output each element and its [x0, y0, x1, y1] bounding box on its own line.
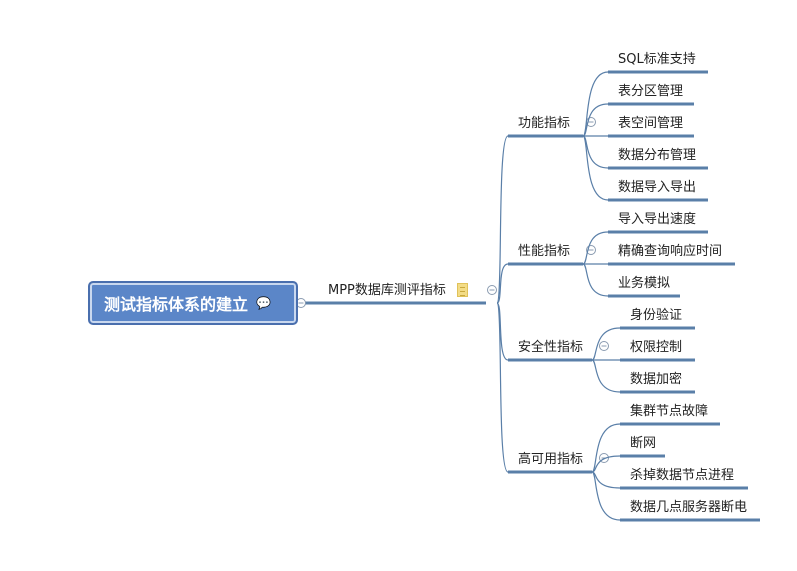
leaf-topic[interactable]: 表空间管理	[618, 116, 684, 131]
connector	[591, 455, 621, 473]
connector	[496, 135, 509, 304]
leaf-topic[interactable]: 表分区管理	[618, 84, 684, 99]
connector	[591, 359, 621, 393]
branch-topic[interactable]: 安全性指标	[518, 340, 584, 355]
leaf-topic[interactable]: SQL标准支持	[618, 52, 696, 67]
connector	[591, 423, 621, 473]
main-topic-label[interactable]: MPP数据库测评指标	[328, 283, 446, 298]
branch-topic[interactable]: 性能指标	[518, 244, 571, 259]
note-icon[interactable]	[457, 283, 468, 297]
connector	[496, 302, 509, 473]
connector	[496, 263, 509, 304]
branch-topic[interactable]: 高可用指标	[518, 452, 584, 467]
leaf-topic[interactable]: 数据加密	[630, 372, 683, 387]
connector	[582, 231, 609, 265]
speech-bubble-icon[interactable]: 💬	[256, 296, 271, 310]
leaf-topic[interactable]: 导入导出速度	[618, 212, 697, 227]
connector	[591, 327, 621, 361]
leaf-topic[interactable]: 杀掉数据节点进程	[630, 468, 735, 483]
leaf-topic[interactable]: 身份验证	[630, 308, 683, 323]
root-topic-label: 测试指标体系的建立	[104, 295, 249, 314]
leaf-topic[interactable]: 集群节点故障	[630, 404, 709, 419]
leaf-topic[interactable]: 断网	[630, 436, 657, 451]
leaf-topic[interactable]: 精确查询响应时间	[618, 244, 723, 259]
connector	[582, 263, 609, 297]
leaf-topic[interactable]: 数据导入导出	[618, 180, 697, 195]
leaf-topic[interactable]: 数据分布管理	[618, 148, 697, 163]
collapse-toggle-icon[interactable]	[487, 285, 497, 295]
connector	[591, 471, 621, 521]
leaf-topic[interactable]: 权限控制	[630, 340, 683, 355]
leaf-topic[interactable]: 数据几点服务器断电	[630, 500, 748, 515]
connector	[582, 103, 609, 137]
connector	[582, 135, 609, 201]
leaf-topic[interactable]: 业务模拟	[618, 276, 671, 291]
root-topic[interactable]: 测试指标体系的建立 💬	[88, 281, 298, 325]
collapse-toggle-icon[interactable]	[599, 341, 609, 351]
branch-topic[interactable]: 功能指标	[518, 116, 571, 131]
collapse-toggle-icon[interactable]	[296, 298, 306, 308]
